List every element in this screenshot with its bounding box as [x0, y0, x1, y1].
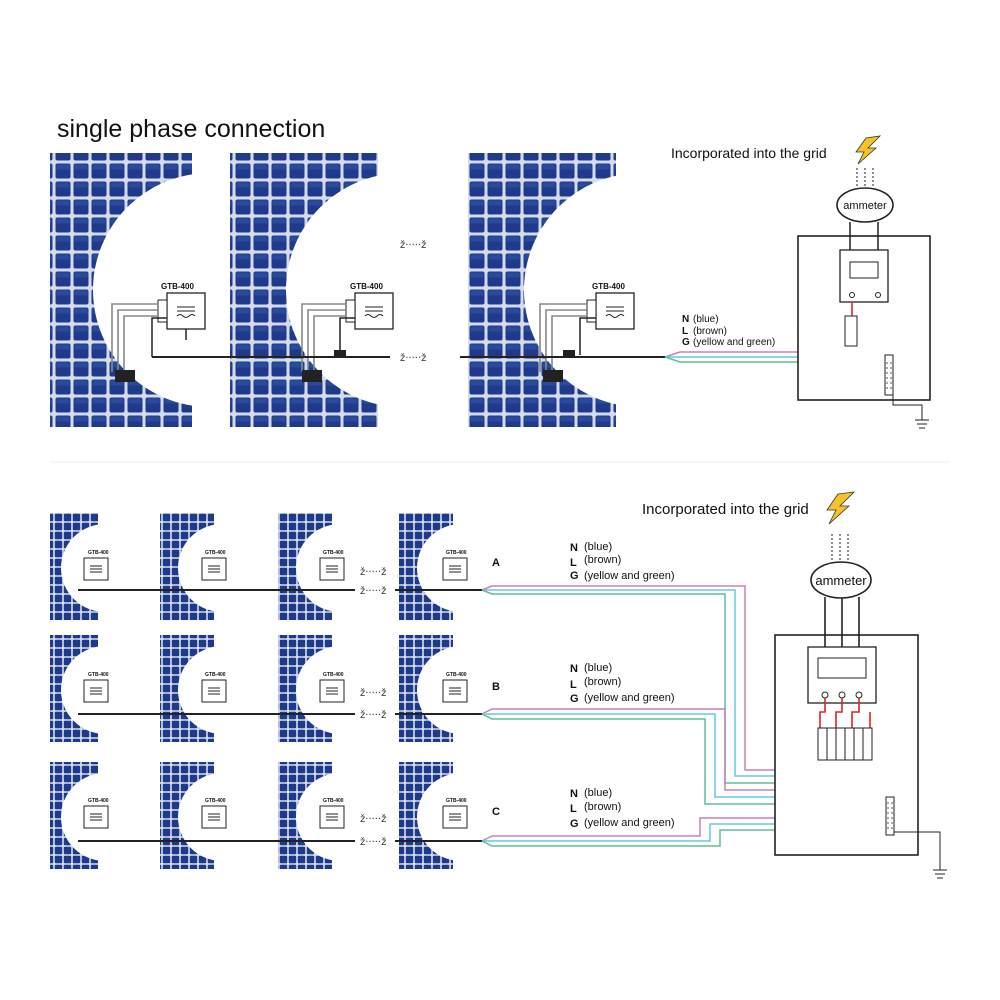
gap-symbol: ž·····ž: [360, 836, 386, 848]
phase-wires: [481, 585, 890, 847]
micro-inverter: GTB-400: [301, 282, 394, 382]
gap-symbol: ž·····ž: [360, 813, 386, 825]
inverter-label: GTB-400: [350, 282, 383, 291]
inverter-label: GTB-400: [205, 798, 226, 804]
mini-inverter-labels: GTB-400 GTB-400 GTB-400 GTB-400 GTB-400 …: [88, 550, 467, 804]
wire-key: N: [682, 314, 689, 325]
wire-desc: (brown): [584, 554, 621, 566]
wire-desc: (brown): [584, 676, 621, 688]
wire-key: G: [682, 337, 690, 348]
distribution-box: [797, 235, 931, 429]
inverter-label: GTB-400: [592, 282, 625, 291]
wire-key: G: [570, 570, 579, 582]
wire-desc: (yellow and green): [693, 337, 775, 348]
gap-symbol: ž·····ž: [360, 709, 386, 721]
ammeter: ammeter: [836, 166, 894, 250]
gap-symbol: ž·····ž: [360, 585, 386, 597]
panel-row-c: [50, 762, 505, 869]
mini-inverters-row-a: [83, 557, 468, 581]
inverter-label: GTB-400: [88, 672, 109, 678]
wire-desc: (yellow and green): [584, 817, 675, 829]
wire-key: N: [570, 788, 578, 800]
inverter-label: GTB-400: [323, 672, 344, 678]
wire-desc: (brown): [693, 326, 727, 337]
wire-legend-a: N (blue) L (brown) G (yellow and green): [570, 541, 675, 582]
ammeter-label: ammeter: [815, 573, 867, 588]
ammeter-label: ammeter: [843, 200, 887, 212]
panel-row-a: [50, 513, 505, 620]
wire-desc: (blue): [693, 314, 719, 325]
inverter-label: GTB-400: [205, 672, 226, 678]
wire-legend-c: N (blue) L (brown) G (yellow and green): [570, 787, 675, 830]
inverter-label: GTB-400: [205, 550, 226, 556]
solar-panel: [468, 153, 758, 427]
gap-symbol: ž·····ž: [360, 566, 386, 578]
micro-inverter: GTB-400: [539, 282, 635, 382]
ammeter-three-phase: ammeter: [810, 532, 872, 647]
wire-desc: (brown): [584, 801, 621, 813]
wire-legend: N (blue) L (brown) G (yellow and green): [682, 314, 775, 348]
wire-key: G: [570, 818, 579, 830]
wire-key: L: [570, 679, 577, 691]
phase-label-b: B: [492, 681, 500, 693]
phase-label-c: C: [492, 806, 500, 818]
inverter-label: GTB-400: [446, 550, 467, 556]
gap-symbol: ž·····ž: [400, 352, 426, 364]
wire-desc: (blue): [584, 662, 612, 674]
section-title: single phase connection: [57, 115, 325, 143]
mini-inverters-row-c: [83, 805, 468, 829]
inverter-label: GTB-400: [88, 798, 109, 804]
inverter-label: GTB-400: [323, 798, 344, 804]
wire-key: L: [682, 326, 688, 337]
wire-desc: (yellow and green): [584, 570, 675, 582]
mini-inverters-row-b: [83, 679, 468, 703]
micro-inverter: GTB-400: [111, 282, 206, 382]
wire-key: L: [570, 557, 577, 569]
lightning-icon: [826, 491, 856, 525]
gap-symbol: ž·····ž: [360, 687, 386, 699]
lightning-icon: [855, 135, 882, 165]
wire-desc: (blue): [584, 541, 612, 553]
wire-legend-b: N (blue) L (brown) G (yellow and green): [570, 662, 675, 705]
grid-label: Incorporated into the grid: [642, 501, 809, 518]
wire-key: G: [570, 693, 579, 705]
inverter-label: GTB-400: [323, 550, 344, 556]
wire-key: N: [570, 663, 578, 675]
panel-row-b: [50, 635, 505, 742]
inverter-label: GTB-400: [446, 672, 467, 678]
inverter-label: GTB-400: [161, 282, 194, 291]
grid-label: Incorporated into the grid: [671, 145, 827, 161]
wire-key: N: [570, 542, 578, 554]
phase-label-a: A: [492, 557, 500, 569]
wire-desc: (blue): [584, 787, 612, 799]
inverter-label: GTB-400: [446, 798, 467, 804]
distribution-box-three-phase: [774, 634, 947, 879]
wire-desc: (yellow and green): [584, 692, 675, 704]
wire-key: L: [570, 803, 577, 815]
inverter-label: GTB-400: [88, 550, 109, 556]
gap-symbol: ž·····ž: [400, 239, 426, 251]
